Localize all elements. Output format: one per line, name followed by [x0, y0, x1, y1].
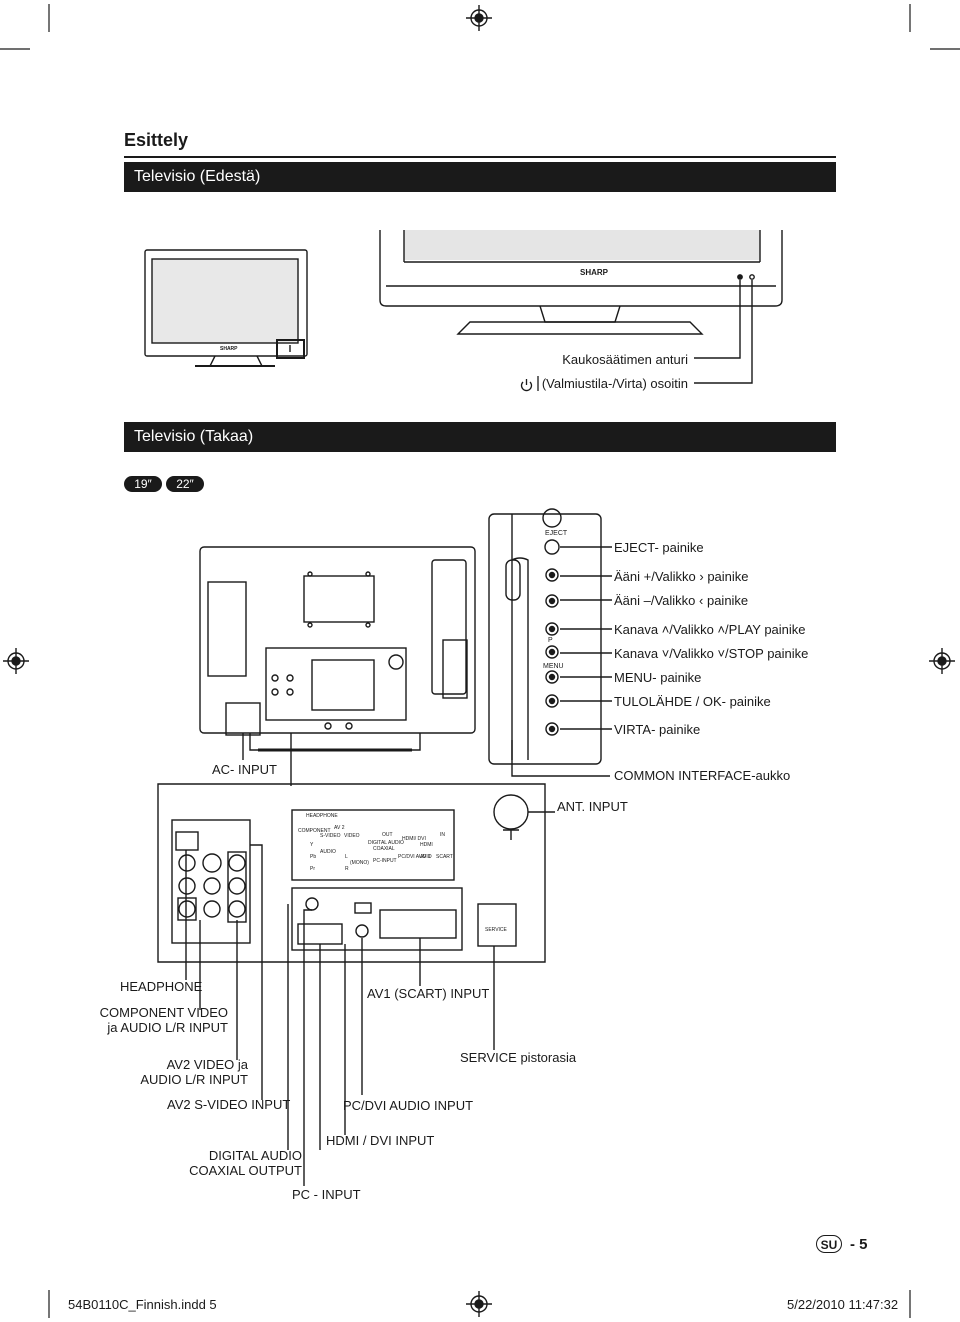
cp-av1: AV 1 [420, 854, 431, 860]
brand-logo-small: SHARP [220, 346, 238, 352]
standby-indicator-label: (Valmiustila-/Virta) osoitin [541, 376, 688, 391]
cp-svideo: S-VIDEO [320, 833, 341, 839]
menu-panel-label: MENU [543, 663, 564, 670]
registration-mark-right [929, 648, 955, 674]
component-label-1: COMPONENT VIDEO [99, 1005, 228, 1020]
pc-dvi-audio-label: PC/DVI AUDIO INPUT [343, 1098, 474, 1113]
p-panel-label: P [548, 637, 553, 644]
volume-down-label: Ääni –/Valikko ‹ painike [614, 593, 749, 608]
page-title: Esittely [124, 130, 189, 150]
registration-mark-left [3, 648, 29, 674]
footer-file: 54B0110C_Finnish.indd 5 [68, 1297, 217, 1312]
cp-mono: (MONO) [350, 860, 369, 866]
cp-pc-dvi-audio: PC/DVI AUDIO [398, 854, 432, 860]
title-rule [124, 156, 836, 158]
cp-headphone: HEADPHONE [306, 813, 338, 819]
cp-coaxial: COAXIAL [373, 846, 395, 852]
cp-service: SERVICE [485, 927, 508, 933]
cp-scart: SCART [436, 854, 453, 860]
cp-hdmi-dvi: HDMI/ DVI [402, 836, 426, 842]
cp-av2: AV 2 [334, 825, 345, 831]
side-panel [488, 508, 602, 765]
connector-panel-outline [157, 783, 546, 963]
remote-sensor-label: Kaukosäätimen anturi [562, 352, 688, 367]
ant-input-label: ANT. INPUT [557, 799, 628, 814]
cp-out: OUT [382, 832, 393, 838]
eject-button-label: EJECT- painike [614, 540, 704, 555]
channel-down-label: Kanava ˅/Valikko ˅/STOP painike [614, 646, 809, 661]
brand-logo-large: SHARP [580, 268, 609, 277]
cp-component: COMPONENT [298, 828, 331, 834]
section-bar-rear: Televisio (Takaa) [124, 422, 836, 452]
common-interface-label: COMMON INTERFACE-aukko [614, 768, 791, 783]
cp-hdmi-logo: HDMI [420, 842, 433, 848]
cp-audio: AUDIO [320, 849, 336, 855]
pc-input-label: PC - INPUT [292, 1187, 361, 1202]
cp-l: L [345, 854, 348, 860]
channel-up-label: Kanava ˄/Valikko ˄/PLAY painike [614, 622, 806, 637]
connector-leaders [185, 844, 495, 1186]
language-badge: SU [816, 1235, 842, 1253]
av2-video-label-2: AUDIO L/R INPUT [140, 1072, 248, 1087]
tv-front-small [144, 249, 308, 367]
cp-pc-input: PC-INPUT [373, 858, 397, 864]
headphone-label: HEADPHONE [120, 979, 203, 994]
digital-audio-label-2: COAXIAL OUTPUT [189, 1163, 302, 1178]
leader-remote-sensor [694, 280, 741, 359]
side-button-leaders [560, 546, 612, 730]
crop-marks [0, 4, 960, 1318]
section-bar-front: Televisio (Edestä) [124, 162, 836, 192]
hdmi-dvi-label: HDMI / DVI INPUT [326, 1133, 435, 1148]
cp-r: R [345, 866, 349, 872]
volume-up-label: Ääni +/Valikko › painike [614, 569, 749, 584]
tv-rear [199, 546, 476, 752]
av2-video-label-1: AV2 VIDEO ja [166, 1057, 248, 1072]
registration-mark-bottom [466, 1291, 492, 1317]
component-label-2: ja AUDIO L/R INPUT [107, 1020, 228, 1035]
footer-date: 5/22/2010 11:47:32 [787, 1297, 899, 1312]
size-badge-19: 19″ [124, 476, 162, 492]
cp-in: IN [440, 832, 445, 838]
eject-panel-label: EJECT [545, 530, 568, 537]
digital-audio-label-1: DIGITAL AUDIO [208, 1148, 302, 1163]
cp-digital: DIGITAL AUDIO [368, 840, 404, 846]
cp-pb: Pb [310, 854, 316, 860]
cp-pr: Pr [310, 866, 315, 872]
cp-video: VIDEO [344, 833, 360, 839]
ac-input-label: AC- INPUT [212, 762, 277, 777]
service-label: SERVICE pistorasia [460, 1050, 577, 1065]
power-button-label: VIRTA- painike [614, 722, 701, 737]
leader-standby [694, 280, 753, 384]
tv-front-large [379, 230, 783, 335]
size-badge-22: 22″ [166, 476, 204, 492]
power-icon [520, 376, 539, 392]
av1-scart-label: AV1 (SCART) INPUT [367, 986, 490, 1001]
leader-common-interface [511, 740, 610, 777]
input-ok-button-label: TULOLÄHDE / OK- painike [614, 694, 771, 709]
av2-svideo-label: AV2 S-VIDEO INPUT [167, 1097, 291, 1112]
page-number: - 5 [850, 1236, 868, 1253]
registration-mark-top [466, 5, 492, 31]
cp-y: Y [310, 842, 314, 848]
menu-button-label: MENU- painike [614, 670, 702, 685]
